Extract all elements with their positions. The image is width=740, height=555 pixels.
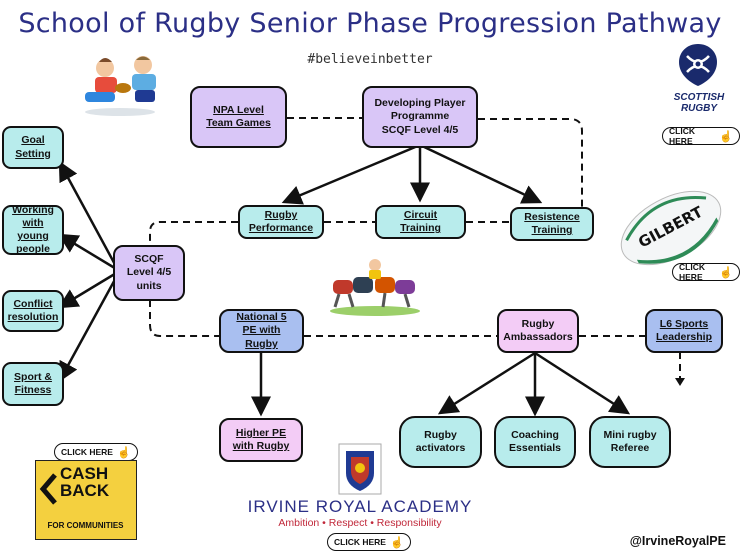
click-here-button-school[interactable]: CLICK HERE☝ — [327, 533, 411, 551]
click-here-button-scottish-rugby[interactable]: CLICK HERE☝ — [662, 126, 740, 146]
hashtag: #believeinbetter — [307, 52, 433, 67]
cashback-logo-subtext: FOR COMMUNITIES — [47, 521, 124, 530]
chevron-left-icon — [39, 473, 57, 505]
gilbert-rugby-ball: GILBERT — [620, 190, 722, 266]
cursor-click-icon: ☝ — [116, 446, 131, 459]
click-here-button-gilbert[interactable]: CLICK HERE☝ — [672, 262, 740, 282]
cashback-logo — [35, 460, 137, 540]
school-name: IRVINE ROYAL ACADEMY — [247, 497, 473, 516]
school-motto: Ambition • Respect • Responsibility — [278, 517, 442, 529]
dash-units-down — [149, 300, 219, 337]
sport-fitness-node[interactable]: Sport &Fitness — [2, 362, 64, 406]
click-here-button-cashback[interactable]: CLICK HERE☝ — [54, 443, 138, 461]
dash-left-loop — [149, 221, 238, 245]
page-title: School of Rugby Senior Phase Progression… — [18, 8, 722, 39]
cursor-click-icon: ☝ — [389, 536, 404, 549]
scottish-rugby-logo — [679, 44, 717, 86]
social-handle[interactable]: @IrvineRoyalPE — [629, 534, 726, 548]
scrum-illustration — [330, 259, 420, 316]
cursor-click-icon: ☝ — [719, 266, 733, 279]
cursor-click-icon: ☝ — [719, 130, 733, 143]
kids-rugby-illustration — [85, 56, 156, 116]
dash-developing-resistence — [478, 118, 583, 210]
school-crest — [338, 443, 382, 495]
